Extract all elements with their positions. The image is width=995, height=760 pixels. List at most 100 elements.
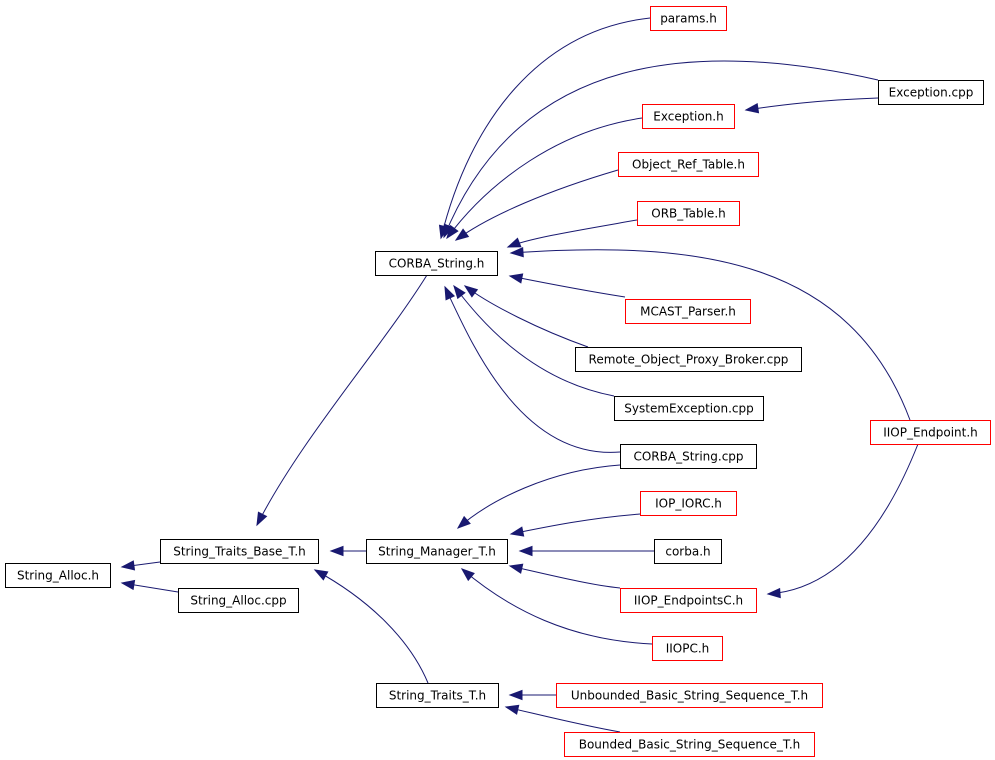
edge-iop-iorc-h-to-string-manager-t-h-arrowhead bbox=[509, 526, 525, 537]
node-string-alloc-cpp[interactable]: String_Alloc.cpp bbox=[178, 588, 299, 613]
edge-iiop-endpoint-h-to-corba-string-h bbox=[509, 246, 911, 421]
edge-iiop-endpointsc-h-to-string-manager-t-h-line bbox=[509, 565, 621, 589]
node-corba-string-cpp[interactable]: CORBA_String.cpp bbox=[620, 444, 757, 469]
node-iiopc-h-label: IIOPC.h bbox=[666, 642, 710, 656]
node-string-alloc-cpp-box bbox=[178, 588, 299, 613]
edge-bounded-basic-string-sequence-t-h-to-string-traits-t-h-arrowhead bbox=[504, 704, 520, 715]
node-remote-object-proxy-broker-cpp-label: Remote_Object_Proxy_Broker.cpp bbox=[589, 353, 789, 367]
edge-mcast-parser-h-to-corba-string-h-arrowhead bbox=[508, 273, 524, 284]
edge-remote-object-proxy-broker-cpp-to-corba-string-h-arrowhead bbox=[463, 285, 479, 298]
edge-exception-cpp-to-exception-h-line bbox=[745, 97, 879, 111]
edge-string-traits-t-h-to-string-traits-base-t-h-arrowhead bbox=[313, 569, 329, 581]
edge-iiopc-h-to-string-manager-t-h-line bbox=[461, 568, 653, 645]
edge-iiop-endpoint-h-to-corba-string-h-arrowhead bbox=[509, 246, 524, 258]
node-mcast-parser-h-box bbox=[625, 299, 751, 324]
node-iop-iorc-h[interactable]: IOP_IORC.h bbox=[640, 491, 737, 516]
edge-systemexception-cpp-to-corba-string-h-line bbox=[453, 285, 615, 397]
node-params-h[interactable]: params.h bbox=[650, 6, 727, 31]
node-exception-cpp[interactable]: Exception.cpp bbox=[878, 80, 984, 105]
edge-object-ref-table-h-to-corba-string-h bbox=[454, 169, 619, 241]
node-object-ref-table-h-box bbox=[618, 152, 759, 177]
node-params-h-box bbox=[650, 6, 727, 31]
edge-string-manager-t-h-to-string-traits-base-t-h bbox=[329, 545, 366, 557]
node-string-alloc-h: String_Alloc.h bbox=[5, 563, 111, 588]
node-orb-table-h[interactable]: ORB_Table.h bbox=[637, 201, 740, 226]
edge-mcast-parser-h-to-corba-string-h-line bbox=[509, 275, 626, 298]
edge-exception-cpp-to-corba-string-h-line bbox=[443, 60, 879, 238]
node-string-traits-t-h-label: String_Traits_T.h bbox=[389, 689, 486, 703]
node-mcast-parser-h-label: MCAST_Parser.h bbox=[640, 305, 736, 319]
node-remote-object-proxy-broker-cpp[interactable]: Remote_Object_Proxy_Broker.cpp bbox=[575, 347, 802, 372]
node-orb-table-h-label: ORB_Table.h bbox=[651, 207, 725, 221]
edge-iiop-endpoint-h-to-iiop-endpointsc-h bbox=[766, 443, 919, 599]
edge-unbounded-basic-string-sequence-t-h-to-string-traits-t-h bbox=[508, 689, 556, 701]
node-corba-h-box bbox=[654, 539, 722, 564]
edge-iiopc-h-to-string-manager-t-h bbox=[460, 568, 653, 645]
edge-string-traits-t-h-to-string-traits-base-t-h bbox=[313, 569, 429, 684]
node-corba-string-h-label: CORBA_String.h bbox=[389, 257, 485, 271]
node-string-manager-t-h-label: String_Manager_T.h bbox=[378, 545, 496, 559]
edge-corba-string-h-to-string-traits-base-t-h bbox=[256, 274, 428, 527]
node-corba-string-cpp-box bbox=[620, 444, 757, 469]
node-systemexception-cpp-box bbox=[614, 396, 764, 421]
node-exception-h-box bbox=[642, 104, 735, 129]
node-mcast-parser-h[interactable]: MCAST_Parser.h bbox=[625, 299, 751, 324]
edges-layer bbox=[120, 17, 919, 733]
node-iiopc-h[interactable]: IIOPC.h bbox=[652, 636, 723, 661]
node-exception-h-label: Exception.h bbox=[653, 110, 723, 124]
node-exception-cpp-box bbox=[878, 80, 984, 105]
node-iiopc-h-box bbox=[652, 636, 723, 661]
node-string-manager-t-h-box bbox=[366, 539, 508, 564]
node-string-alloc-cpp-label: String_Alloc.cpp bbox=[190, 594, 286, 608]
edge-string-alloc-cpp-to-string-alloc-h-arrowhead bbox=[120, 579, 136, 591]
edge-systemexception-cpp-to-corba-string-h-arrowhead bbox=[453, 284, 466, 300]
node-string-manager-t-h[interactable]: String_Manager_T.h bbox=[366, 539, 508, 564]
edge-unbounded-basic-string-sequence-t-h-to-string-traits-t-h-arrowhead bbox=[508, 689, 523, 701]
node-unbounded-basic-string-sequence-t-h-box bbox=[556, 683, 823, 708]
node-iiop-endpoint-h[interactable]: IIOP_Endpoint.h bbox=[870, 420, 991, 445]
edge-iop-iorc-h-to-string-manager-t-h-line bbox=[510, 513, 641, 535]
edge-iiop-endpointsc-h-to-string-manager-t-h bbox=[508, 563, 621, 589]
edge-corba-h-to-string-manager-t-h bbox=[518, 545, 654, 557]
node-corba-string-cpp-label: CORBA_String.cpp bbox=[633, 450, 743, 464]
node-corba-string-h[interactable]: CORBA_String.h bbox=[375, 251, 498, 276]
node-string-traits-base-t-h-box bbox=[160, 539, 319, 564]
edge-string-traits-t-h-to-string-traits-base-t-h-line bbox=[314, 569, 429, 684]
node-object-ref-table-h-label: Object_Ref_Table.h bbox=[632, 158, 745, 172]
edge-exception-h-to-corba-string-h-line bbox=[446, 117, 643, 239]
node-corba-h[interactable]: corba.h bbox=[654, 539, 722, 564]
node-exception-h[interactable]: Exception.h bbox=[642, 104, 735, 129]
node-remote-object-proxy-broker-cpp-box bbox=[575, 347, 802, 372]
node-object-ref-table-h[interactable]: Object_Ref_Table.h bbox=[618, 152, 759, 177]
edge-systemexception-cpp-to-corba-string-h bbox=[453, 284, 615, 397]
edge-orb-table-h-to-corba-string-h-arrowhead bbox=[506, 237, 522, 248]
edge-exception-cpp-to-exception-h bbox=[744, 97, 879, 114]
edge-string-traits-base-t-h-to-string-alloc-h bbox=[120, 560, 161, 571]
node-orb-table-h-box bbox=[637, 201, 740, 226]
node-string-traits-base-t-h[interactable]: String_Traits_Base_T.h bbox=[160, 539, 319, 564]
edge-corba-string-cpp-to-corba-string-h-line bbox=[444, 286, 621, 453]
edge-exception-cpp-to-exception-h-arrowhead bbox=[744, 103, 760, 114]
node-iiop-endpointsc-h[interactable]: IIOP_EndpointsC.h bbox=[620, 588, 757, 613]
node-corba-string-h-box bbox=[375, 251, 498, 276]
node-string-traits-t-h[interactable]: String_Traits_T.h bbox=[376, 683, 499, 708]
node-string-alloc-h-box bbox=[5, 563, 111, 588]
edge-iiop-endpoint-h-to-corba-string-h-line bbox=[510, 249, 911, 421]
node-bounded-basic-string-sequence-t-h-label: Bounded_Basic_String_Sequence_T.h bbox=[579, 738, 801, 752]
edge-orb-table-h-to-corba-string-h bbox=[506, 219, 638, 248]
edge-iiop-endpoint-h-to-iiop-endpointsc-h-arrowhead bbox=[766, 587, 781, 599]
edge-string-alloc-cpp-to-string-alloc-h bbox=[120, 579, 179, 593]
node-iiop-endpoint-h-label: IIOP_Endpoint.h bbox=[883, 426, 978, 440]
edge-string-traits-base-t-h-to-string-alloc-h-arrowhead bbox=[120, 560, 136, 571]
node-iop-iorc-h-box bbox=[640, 491, 737, 516]
node-unbounded-basic-string-sequence-t-h-label: Unbounded_Basic_String_Sequence_T.h bbox=[571, 689, 808, 703]
node-corba-h-label: corba.h bbox=[665, 545, 710, 559]
node-bounded-basic-string-sequence-t-h[interactable]: Bounded_Basic_String_Sequence_T.h bbox=[564, 732, 815, 757]
edge-corba-h-to-string-manager-t-h-arrowhead bbox=[518, 545, 533, 557]
edge-corba-string-cpp-to-corba-string-h-arrowhead bbox=[444, 285, 456, 301]
node-bounded-basic-string-sequence-t-h-box bbox=[564, 732, 815, 757]
node-systemexception-cpp[interactable]: SystemException.cpp bbox=[614, 396, 764, 421]
edge-iiop-endpointsc-h-to-string-manager-t-h-arrowhead bbox=[508, 563, 524, 574]
node-unbounded-basic-string-sequence-t-h[interactable]: Unbounded_Basic_String_Sequence_T.h bbox=[556, 683, 823, 708]
